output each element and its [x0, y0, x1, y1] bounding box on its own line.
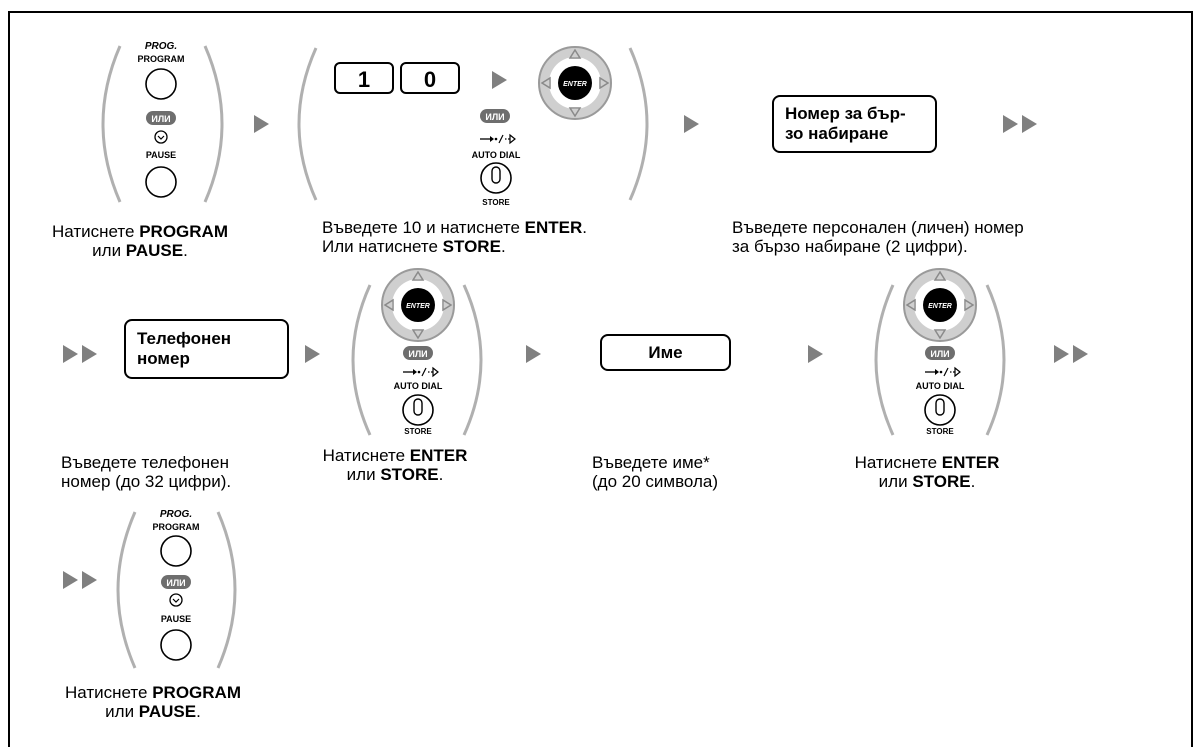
svg-text:PROG.: PROG.	[145, 41, 177, 52]
enter-navigator-icon	[538, 46, 612, 120]
step2-caption: Въведете 10 и натиснете ENTER. Или натис…	[322, 218, 587, 256]
step5-caption: Натиснете ENTER или STORE.	[322, 446, 468, 484]
svg-text:PROGRAM: PROGRAM	[153, 522, 200, 532]
name-box	[600, 334, 731, 371]
enter-store-group-2: AUTO DIAL STORE	[351, 268, 483, 436]
enter-store-group-3: AUTO DIAL STORE	[874, 268, 1006, 436]
digit-0-key	[400, 62, 460, 94]
double-arrow-icon	[63, 571, 97, 589]
svg-text:PROGRAM: PROGRAM	[138, 54, 185, 64]
step3-caption: Въведете персонален (личен) номер за бър…	[732, 218, 1024, 256]
svg-text:STORE: STORE	[404, 427, 432, 436]
svg-text:AUTO DIAL: AUTO DIAL	[472, 150, 521, 160]
step1-caption: Натиснете PROGRAM или PAUSE.	[52, 222, 228, 260]
step8-caption: Натиснете PROGRAM или PAUSE.	[65, 683, 241, 721]
program-pause-group-2: PROG. PROGRAM PAUSE	[116, 509, 237, 669]
step6-caption: Въведете име* (до 20 символа)	[592, 453, 719, 491]
svg-text:AUTO DIAL: AUTO DIAL	[394, 381, 443, 391]
program-pause-group-1: PROG. PROGRAM PAUSE	[101, 41, 224, 203]
double-arrow-icon	[1054, 345, 1088, 363]
phone-box-text: Телефонен номер	[137, 329, 232, 368]
enter-store-group-1: 1 0 AUTO DIAL STORE	[297, 46, 649, 207]
svg-text:STORE: STORE	[926, 427, 954, 436]
svg-text:1: 1	[358, 67, 370, 92]
speed-dial-box-text: Номер за бър- зо набиране	[785, 104, 906, 143]
svg-text:PAUSE: PAUSE	[146, 150, 176, 160]
svg-text:PAUSE: PAUSE	[161, 614, 191, 624]
step7-caption: Натиснете ENTER или STORE.	[854, 453, 1000, 491]
svg-text:AUTO DIAL: AUTO DIAL	[916, 381, 965, 391]
double-arrow-icon	[1003, 115, 1037, 133]
svg-text:STORE: STORE	[482, 198, 510, 207]
pause-key-icon	[145, 166, 177, 198]
program-key-icon	[145, 68, 177, 100]
single-arrow-icon	[254, 115, 269, 133]
svg-text:PROG.: PROG.	[160, 509, 192, 520]
store-key-icon	[480, 162, 512, 194]
digit-1-key	[334, 62, 394, 94]
speed-dial-number-box	[772, 95, 937, 153]
name-box-text: Име	[648, 343, 683, 362]
svg-text:0: 0	[424, 67, 436, 92]
phone-number-box	[124, 319, 289, 379]
step4-caption: Въведете телефонен номер (до 32 цифри).	[61, 453, 232, 491]
double-arrow-icon	[63, 345, 97, 363]
diagram-frame	[8, 11, 1193, 747]
